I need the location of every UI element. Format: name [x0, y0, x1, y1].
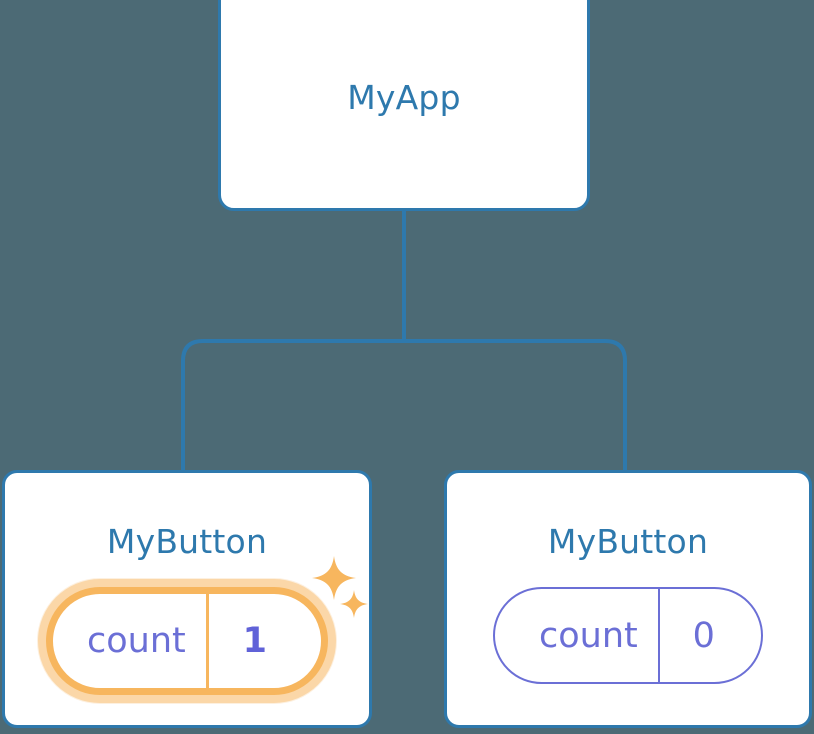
state-pill-left[interactable]: count 1 — [46, 587, 328, 695]
node-mybutton-left-title: MyButton — [106, 522, 268, 561]
node-myapp[interactable]: MyApp — [218, 0, 590, 211]
node-mybutton-right[interactable]: MyButton count 0 — [444, 470, 812, 728]
state-pill-left-key: count — [87, 621, 186, 661]
node-mybutton-left[interactable]: MyButton count 1 — [2, 470, 372, 728]
node-mybutton-right-title: MyButton — [547, 522, 709, 561]
state-pill-left-value: 1 — [242, 621, 267, 661]
state-pill-right[interactable]: count 0 — [493, 587, 763, 684]
connector-branch-bus — [181, 339, 627, 470]
state-pill-right-value: 0 — [692, 615, 715, 656]
state-pill-right-key: count — [539, 615, 638, 656]
state-pill-wrap-right: count 0 — [447, 587, 809, 684]
state-pill-right-divider — [657, 589, 660, 682]
node-myapp-title: MyApp — [347, 78, 461, 117]
state-pill-wrap-left: count 1 — [5, 587, 369, 695]
state-pill-left-divider — [205, 594, 209, 688]
